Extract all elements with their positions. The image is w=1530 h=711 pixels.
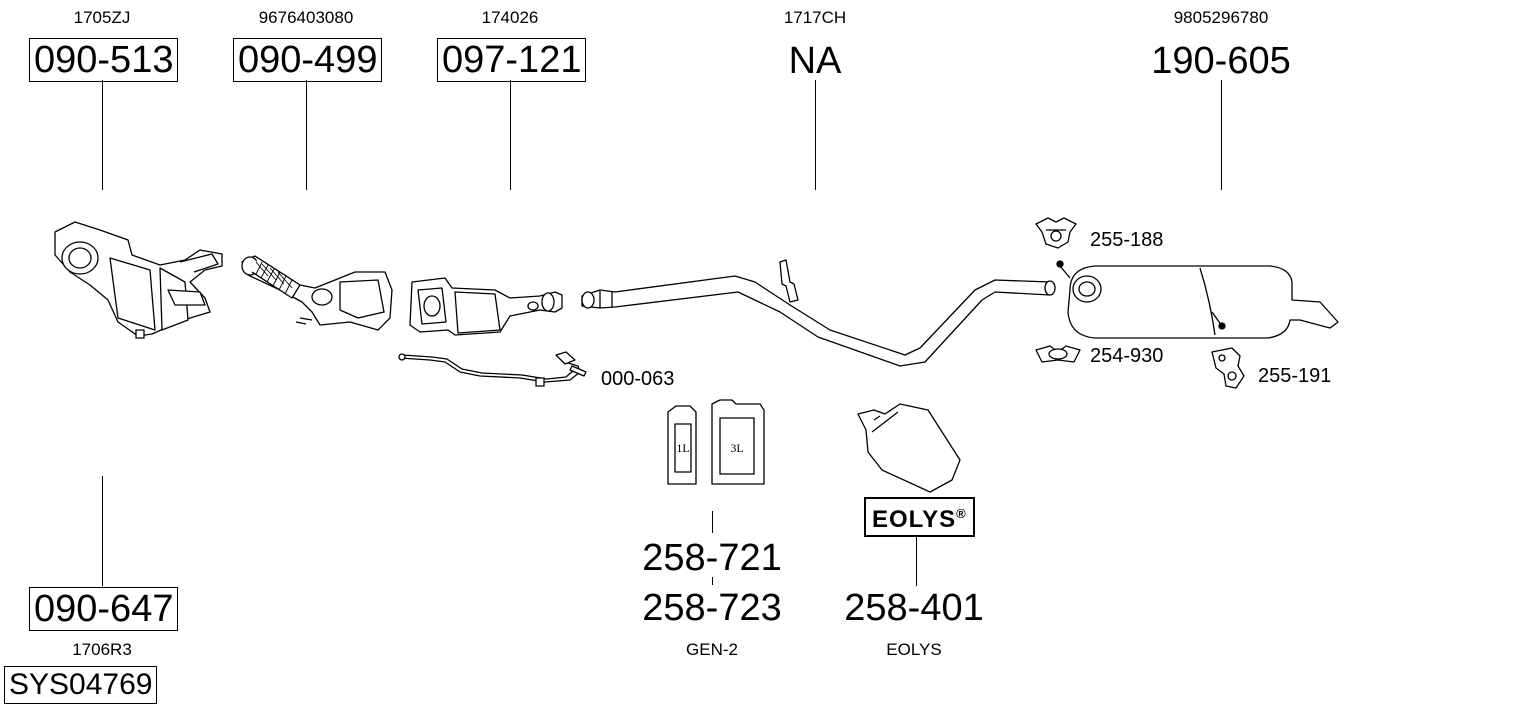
clamp-drawing[interactable]	[1035, 345, 1081, 363]
fluid-code-2[interactable]: 258-723	[642, 587, 782, 629]
part-code-5[interactable]: 190-605	[1151, 40, 1291, 82]
ref-label-4: 1717CH	[783, 8, 847, 27]
ref-label-3: 174026	[481, 8, 539, 27]
eolys-logo: EOLYS®	[864, 497, 975, 537]
clamp-label[interactable]: 254-930	[1090, 345, 1164, 367]
leader-line-bottom	[102, 476, 103, 586]
front-pipe-drawing[interactable]	[241, 255, 393, 331]
rear-silencer-drawing[interactable]	[1056, 260, 1339, 339]
part-code-3[interactable]: 097-121	[437, 38, 587, 82]
fluid-code-1[interactable]: 258-721	[642, 537, 782, 579]
part-code-2[interactable]: 090-499	[233, 38, 383, 82]
eolys-code[interactable]: 258-401	[844, 587, 984, 629]
ref-label-1: 1705ZJ	[73, 8, 131, 27]
leader-line-3	[510, 80, 511, 190]
leader-line-fluids-mid	[712, 577, 713, 585]
can-small-label: 1L	[676, 441, 689, 455]
hanger-bottom-drawing[interactable]	[1211, 347, 1245, 389]
fluid-can-large-drawing[interactable]	[711, 399, 765, 485]
fluid-name: GEN-2	[686, 640, 738, 659]
ref-label-2: 9676403080	[258, 8, 354, 27]
eolys-logo-mark: ®	[956, 506, 967, 521]
ref-label-5: 9805296780	[1173, 8, 1269, 27]
ref-label-bottom: 1706R3	[72, 640, 132, 659]
part-code-4[interactable]: NA	[788, 40, 842, 82]
leader-line-4	[815, 80, 816, 190]
eolys-logo-text: EOLYS	[872, 506, 957, 533]
hanger-top-drawing[interactable]	[1035, 217, 1077, 249]
part-code-1[interactable]: 090-513	[29, 38, 179, 82]
eolys-bag-drawing[interactable]	[857, 403, 961, 493]
leader-line-2	[306, 80, 307, 190]
leader-line-eolys	[916, 528, 917, 586]
hanger-bottom-label[interactable]: 255-191	[1258, 365, 1332, 387]
leader-line-5	[1221, 80, 1222, 190]
sensor-pipe-drawing[interactable]	[398, 351, 587, 387]
middle-pipe-drawing[interactable]	[581, 259, 1056, 367]
system-code[interactable]: SYS04769	[4, 666, 158, 704]
can-large-label: 3L	[730, 441, 743, 455]
fluid-can-small-drawing[interactable]	[667, 405, 697, 485]
leader-line-fluids	[712, 511, 713, 533]
part-code-bottom[interactable]: 090-647	[29, 587, 179, 631]
hanger-top-label[interactable]: 255-188	[1090, 229, 1164, 251]
particulate-filter-drawing[interactable]	[409, 277, 563, 336]
leader-line-1	[102, 80, 103, 190]
eolys-name: EOLYS	[886, 640, 942, 659]
catalytic-converter-drawing[interactable]	[54, 221, 223, 339]
sensor-label[interactable]: 000-063	[601, 368, 675, 390]
